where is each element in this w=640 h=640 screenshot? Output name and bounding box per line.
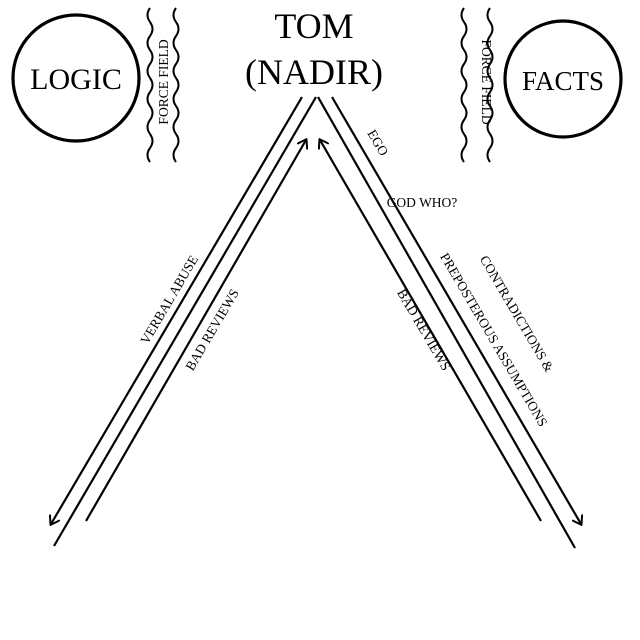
ego-arrow [331,96,581,524]
right-force-field: FORCE FIELD [460,7,494,163]
left-outer-return-line [53,96,317,547]
right-bad-reviews-label: BAD REVIEWS [394,286,453,373]
left-force-field-wave-1 [146,7,154,163]
left-force-field: FORCE FIELD [146,7,180,163]
left-force-field-wave-2 [172,7,180,163]
god-who-label: GOD WHO? [387,195,458,210]
left-force-field-label: FORCE FIELD [156,39,171,124]
title-line-2: (NADIR) [245,52,383,92]
ego-label: EGO [364,127,391,159]
title-line-1: TOM [274,6,353,46]
facts-circle: FACTS [503,19,623,139]
logic-label: LOGIC [30,63,122,96]
left-bad-reviews-arrow [85,140,306,522]
right-outer-return-line [317,96,576,549]
facts-label: FACTS [522,66,604,96]
right-bad-reviews-arrow [320,140,542,522]
logic-circle: LOGIC [11,13,141,143]
left-bad-reviews-label: BAD REVIEWS [182,286,241,373]
right-force-field-wave-2 [486,7,494,163]
verbal-abuse-label: VERBAL ABUSE [137,253,201,347]
contradictions-label: CONTRADICTIONS & [477,253,557,375]
right-force-field-label: FORCE FIELD [479,39,494,124]
verbal-abuse-arrow [51,96,303,524]
right-force-field-wave-1 [460,7,468,163]
